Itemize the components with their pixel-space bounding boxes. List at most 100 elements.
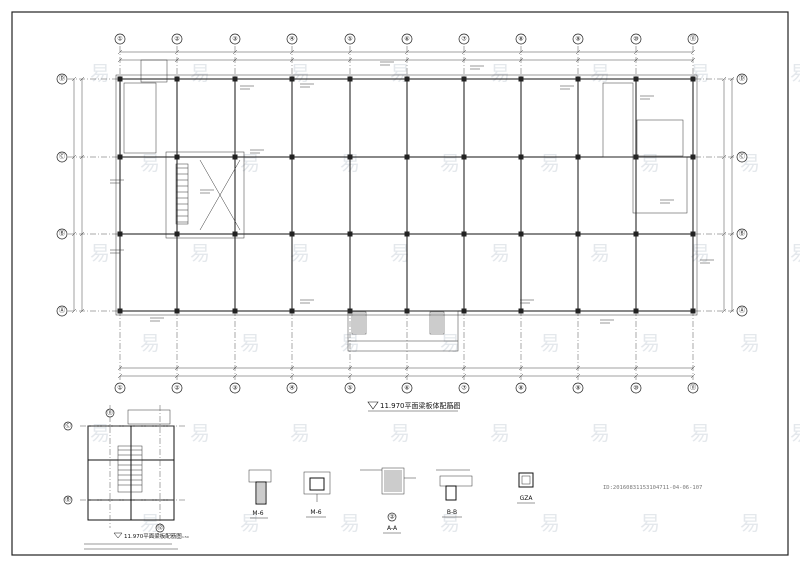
axis-bubble xyxy=(344,33,356,45)
dimension-tick xyxy=(404,373,410,379)
section-outline xyxy=(381,467,405,495)
stair-treads xyxy=(176,167,188,223)
column xyxy=(347,231,353,237)
stair-axis-bubble xyxy=(105,408,115,418)
dimension-tick xyxy=(690,365,696,371)
column xyxy=(289,231,295,237)
dimension-tick xyxy=(690,57,696,63)
column xyxy=(289,308,295,314)
axis-bubble xyxy=(736,228,748,240)
axis-label: ⑥ xyxy=(404,385,409,392)
entrance-column xyxy=(351,311,367,335)
watermark-glyph: 易 xyxy=(140,331,160,355)
axis-label: Ⓒ xyxy=(59,153,65,161)
section-label: M-6 xyxy=(252,510,263,517)
axis-bubble xyxy=(630,382,642,394)
watermark-glyph: 易 xyxy=(90,421,110,445)
dimension-tick xyxy=(117,373,123,379)
stair-detail-note xyxy=(127,409,171,425)
axis-bubble xyxy=(56,305,68,317)
column xyxy=(347,154,353,160)
dimension-tick xyxy=(117,365,123,371)
axis-label: ④ xyxy=(289,36,294,43)
dimension-tick xyxy=(461,373,467,379)
section-outline xyxy=(439,475,473,487)
column xyxy=(575,231,581,237)
axis-label: Ⓐ xyxy=(739,307,745,315)
dimension-tick xyxy=(518,373,524,379)
axis-bubble xyxy=(458,33,470,45)
axis-label: ⑨ xyxy=(575,36,580,43)
watermark-glyph: 易 xyxy=(790,241,800,265)
watermark-glyph: 易 xyxy=(240,511,260,535)
column xyxy=(518,154,524,160)
column xyxy=(633,231,639,237)
dimension-tick xyxy=(79,231,85,237)
dimension-tick xyxy=(518,57,524,63)
column xyxy=(404,231,410,237)
axis-bubble xyxy=(736,151,748,163)
title-marker-icon xyxy=(113,532,123,539)
axis-label: ② xyxy=(174,385,180,392)
column xyxy=(117,308,123,314)
dimension-tick xyxy=(575,373,581,379)
axis-bubble xyxy=(401,33,413,45)
dimension-tick xyxy=(729,231,735,237)
axis-bubble xyxy=(286,33,298,45)
dimension-tick xyxy=(690,373,696,379)
dimension-tick xyxy=(347,365,353,371)
dimension-tick xyxy=(729,76,735,82)
section-label: M-6 xyxy=(310,509,321,516)
watermark-glyph: 易 xyxy=(140,511,160,535)
dimension-tick xyxy=(289,57,295,63)
sheet-border xyxy=(11,11,789,556)
axis-bubble xyxy=(286,382,298,394)
column-hatch xyxy=(431,313,443,333)
dimension-lines xyxy=(71,49,735,379)
axis-bubble xyxy=(114,33,126,45)
axis-label: ⑧ xyxy=(518,36,523,43)
stair-diagonal xyxy=(199,159,241,231)
axis-bubble xyxy=(114,382,126,394)
watermark-glyph: 易 xyxy=(190,61,210,85)
entrance-column xyxy=(429,311,445,335)
watermark-glyph: 易 xyxy=(390,241,410,265)
column xyxy=(690,231,696,237)
column xyxy=(518,76,524,82)
dimension-tick xyxy=(347,57,353,63)
watermark-glyph: 易 xyxy=(490,241,510,265)
axis-label: ⑦ xyxy=(461,385,467,392)
axis-bubble xyxy=(344,382,356,394)
dimension-tick xyxy=(575,365,581,371)
axis-bubble xyxy=(736,305,748,317)
watermark-glyph: 易 xyxy=(190,421,210,445)
watermark-glyph: 易 xyxy=(240,151,260,175)
watermark-glyph: 易 xyxy=(640,151,660,175)
stair-title-text: 11.970平面梁板配筋图 xyxy=(124,532,182,540)
section-hatch xyxy=(384,470,402,492)
axis-label: ⑪ xyxy=(690,384,696,392)
watermark-glyph: 易 xyxy=(140,151,160,175)
dimension-tick xyxy=(174,49,180,55)
axis-bubble xyxy=(56,151,68,163)
dimension-tick xyxy=(117,57,123,63)
axis-bubble xyxy=(229,33,241,45)
section-label: B-B xyxy=(447,509,457,516)
dimension-tick xyxy=(404,57,410,63)
dimension-tick xyxy=(117,49,123,55)
drawing-code: ID:20160831153104711-04-06-107 xyxy=(603,485,702,491)
stair-detail-treads xyxy=(118,449,142,486)
watermark-glyph: 易 xyxy=(490,61,510,85)
column xyxy=(633,76,639,82)
column xyxy=(117,231,123,237)
watermark-glyph: 易 xyxy=(590,241,610,265)
column xyxy=(461,231,467,237)
watermark-glyph: 易 xyxy=(590,61,610,85)
dimension-tick xyxy=(174,373,180,379)
section-aa: ② A-A xyxy=(360,467,416,534)
dimension-tick xyxy=(729,154,735,160)
stair-axis-label: Ⓑ xyxy=(65,496,71,504)
section-hatch xyxy=(257,483,265,503)
watermark-glyph: 易 xyxy=(740,331,760,355)
watermark-glyph: 易 xyxy=(390,421,410,445)
